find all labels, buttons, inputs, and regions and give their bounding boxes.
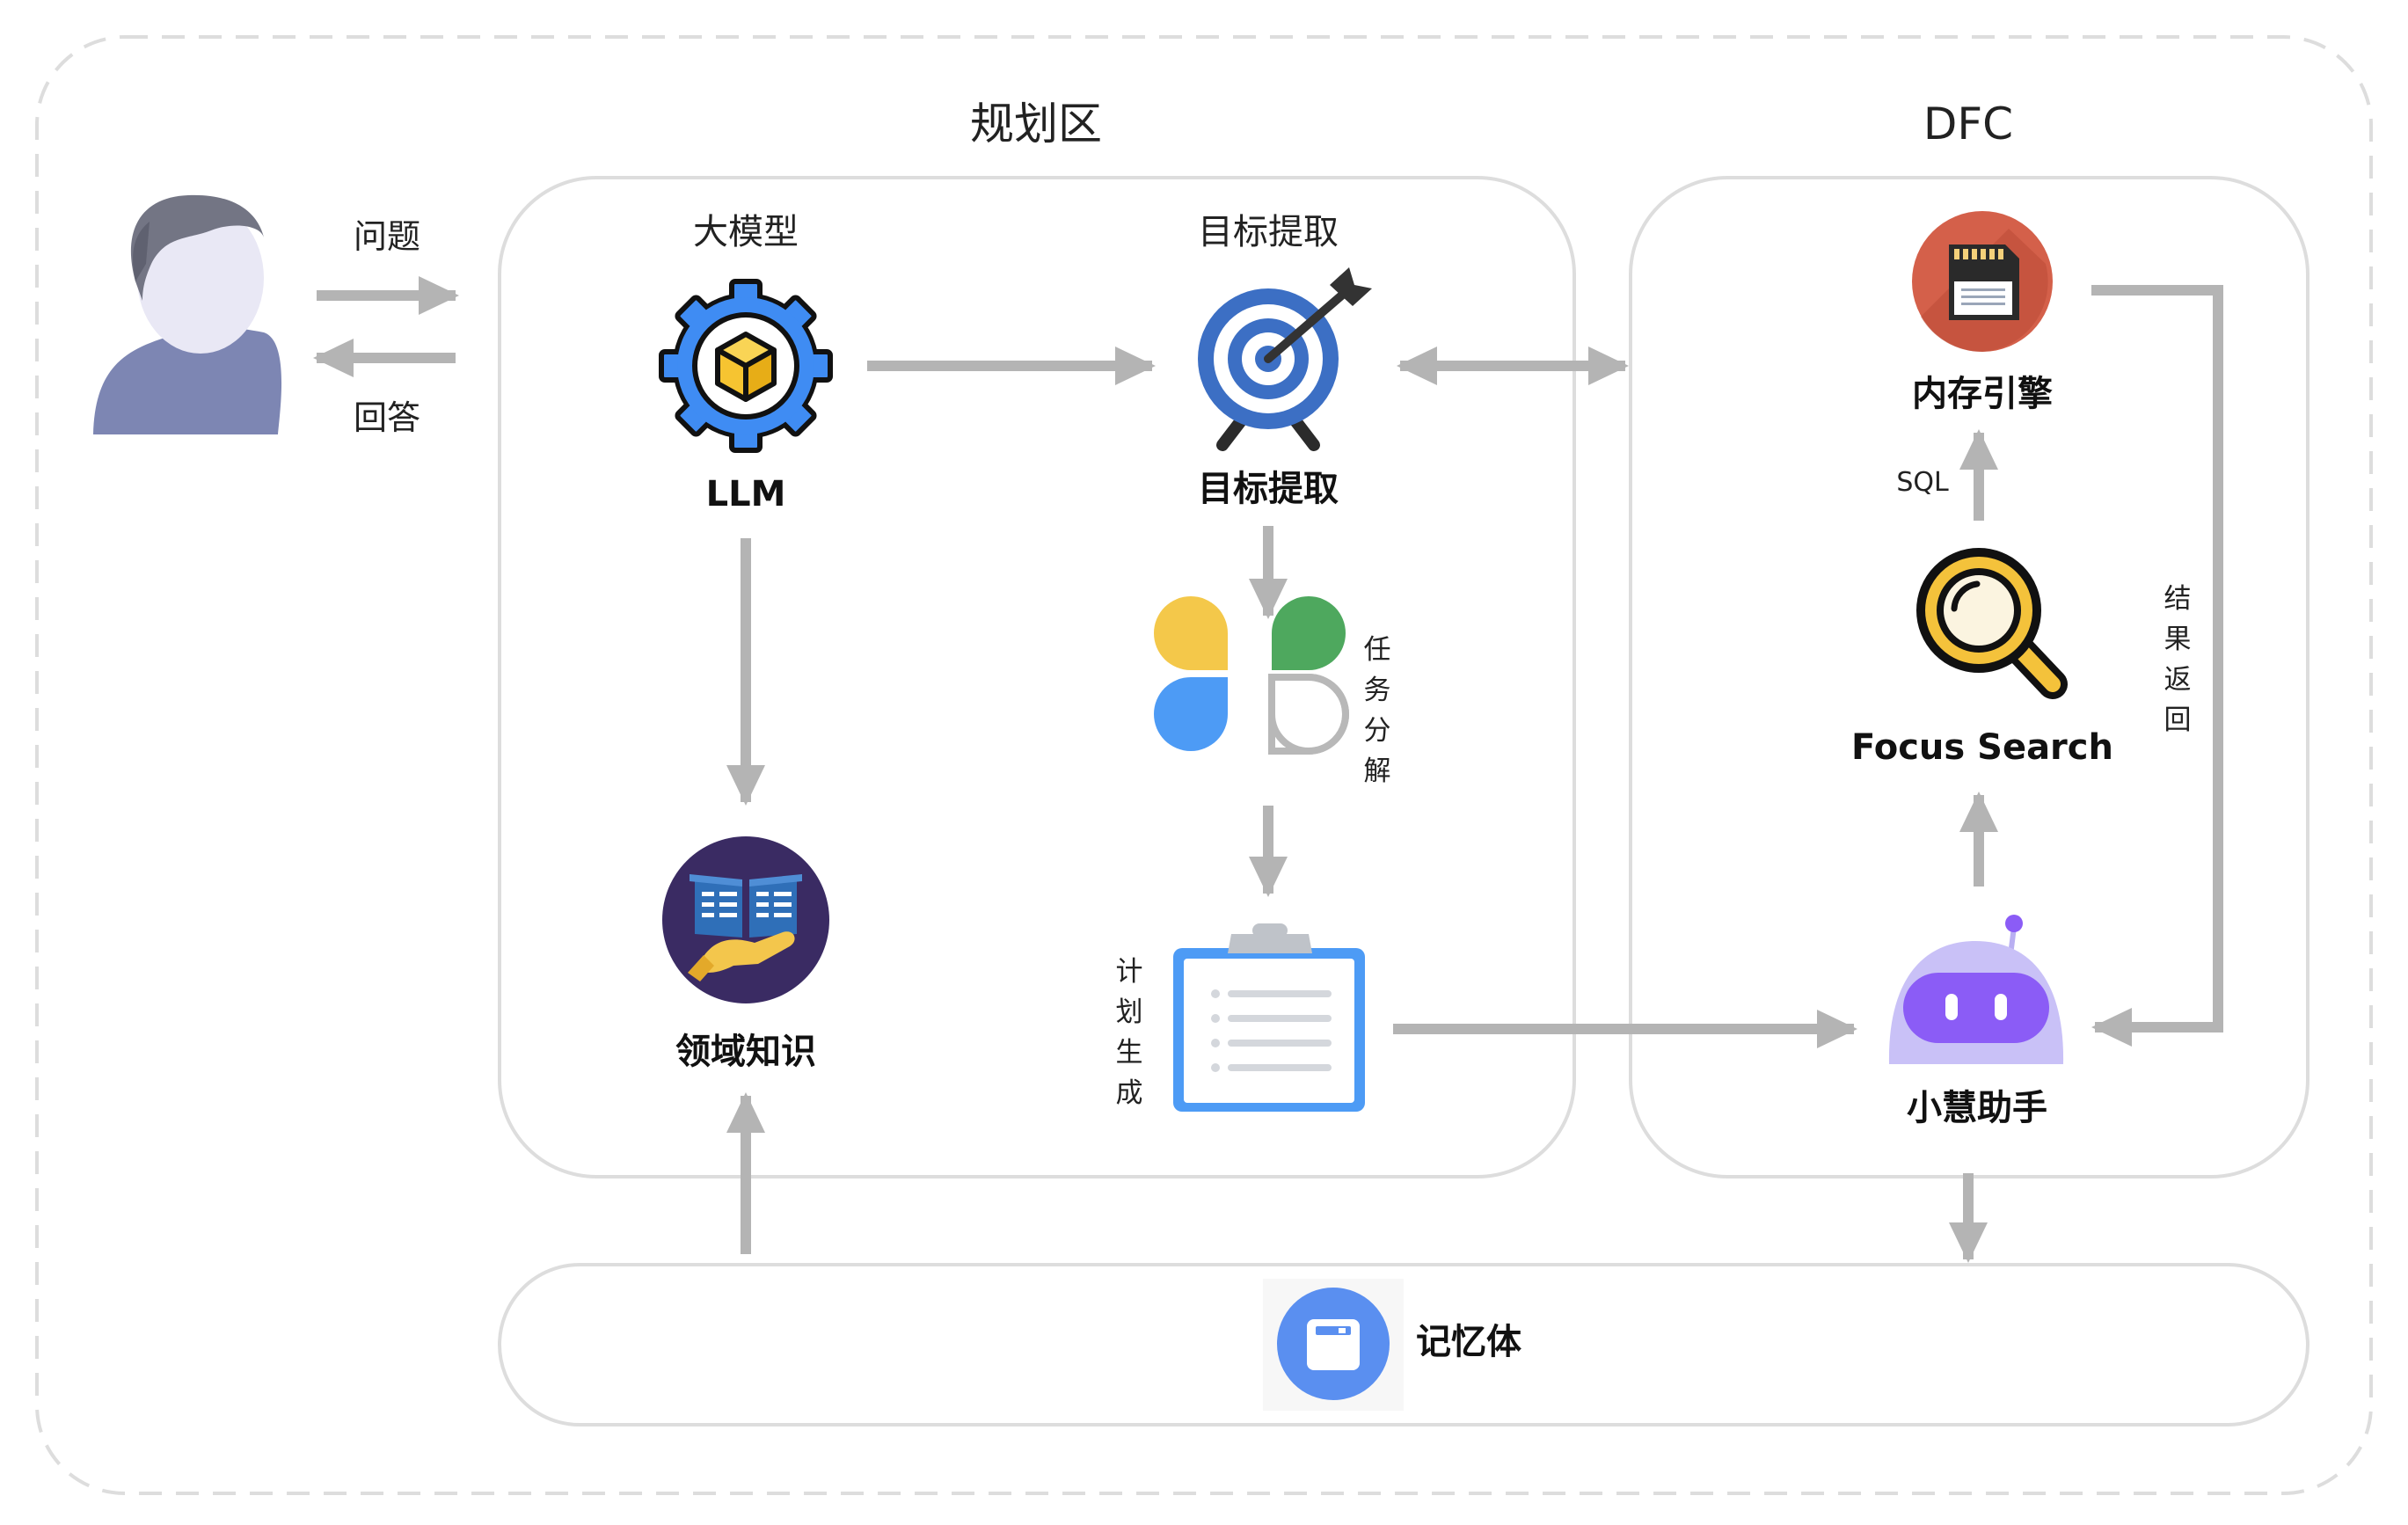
domain-knowledge-label: 领域知识 <box>675 1032 816 1072</box>
user-icon <box>93 194 282 434</box>
memory-card-icon <box>1912 211 2053 353</box>
focus-search-label: Focus Search <box>1851 727 2113 768</box>
memory-engine-label: 内存引擎 <box>1912 374 2053 414</box>
target-caption: 目标提取 <box>1198 212 1339 252</box>
robot-icon <box>1888 915 2064 1064</box>
outer-frame <box>35 35 2373 1495</box>
sql-label: SQL <box>1896 467 1949 498</box>
dfc-section-title: DFC <box>1923 99 2014 150</box>
task-decomposition-icon <box>1154 596 1349 755</box>
target-icon <box>1198 267 1372 451</box>
target-label: 目标提取 <box>1198 469 1339 509</box>
memory-label: 记忆体 <box>1416 1322 1521 1362</box>
magnifier-icon <box>1916 548 2068 699</box>
clipboard-icon <box>1173 923 1365 1112</box>
answer-label: 回答 <box>353 398 421 437</box>
arrows <box>313 276 2223 1263</box>
result-return-label: 结果返回 <box>2164 583 2192 736</box>
question-label: 问题 <box>353 217 421 256</box>
task-decomposition-label: 任务分解 <box>1363 634 1391 787</box>
gear-icon <box>659 279 833 453</box>
llm-label: LLM <box>705 474 786 514</box>
save-icon <box>1263 1279 1404 1411</box>
arrow-result-return <box>2091 285 2223 1047</box>
assistant-label: 小慧助手 <box>1907 1088 2047 1128</box>
book-hand-icon <box>662 836 829 1003</box>
llm-caption: 大模型 <box>693 212 799 252</box>
plan-generation-label: 计划生成 <box>1115 956 1143 1109</box>
planning-section-title: 规划区 <box>970 99 1102 150</box>
